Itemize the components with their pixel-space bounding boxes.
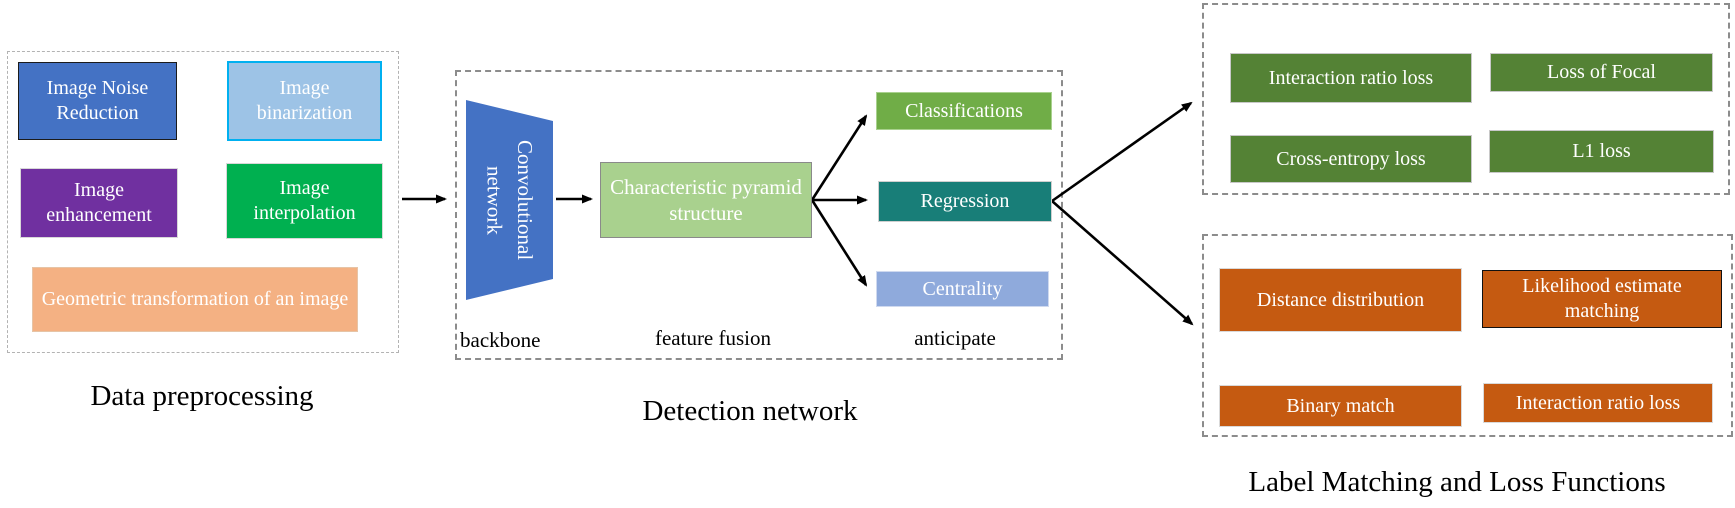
box-regression: Regression — [878, 181, 1052, 222]
caption-label-matching-loss-functions: Label Matching and Loss Functions — [1248, 466, 1666, 498]
box-binary-match: Binary match — [1219, 385, 1462, 427]
box-distance-distribution: Distance distribution — [1219, 268, 1462, 332]
caption-data-preprocessing: Data preprocessing — [90, 380, 314, 412]
preprocessing-group-frame — [7, 51, 399, 353]
box-image-interpolation: Image interpolation — [226, 163, 383, 239]
stage-label-anticipate: anticipate — [914, 326, 996, 351]
box-image-binarization: Image binarization — [227, 61, 382, 141]
box-l1-loss: L1 loss — [1489, 130, 1714, 173]
loss-bottom-group-frame — [1202, 234, 1733, 437]
convolutional-network-label: Convolutional network — [482, 139, 537, 261]
box-loss-of-focal: Loss of Focal — [1490, 53, 1713, 92]
arrow-regression-to-loss-bottom — [1051, 200, 1194, 326]
loss-top-group-frame — [1202, 3, 1730, 195]
box-image-enhancement: Image enhancement — [20, 168, 178, 238]
box-likelihood-estimate-matching: Likelihood estimate matching — [1482, 270, 1722, 328]
box-image-noise-reduction: Image Noise Reduction — [18, 62, 177, 140]
box-interaction-ratio-loss-top: Interaction ratio loss — [1230, 53, 1472, 103]
arrow-regression-to-loss-top — [1051, 101, 1193, 203]
stage-label-backbone: backbone — [460, 328, 541, 353]
box-classifications: Classifications — [876, 92, 1052, 130]
box-characteristic-pyramid-structure: Characteristic pyramid structure — [600, 162, 812, 238]
box-geometric-transformation: Geometric transformation of an image — [32, 267, 358, 332]
box-centrality: Centrality — [876, 271, 1049, 307]
stage-label-feature-fusion: feature fusion — [654, 326, 772, 351]
caption-detection-network: Detection network — [642, 395, 858, 427]
box-interaction-ratio-loss-bottom: Interaction ratio loss — [1483, 383, 1713, 423]
box-cross-entropy-loss: Cross-entropy loss — [1230, 135, 1472, 183]
